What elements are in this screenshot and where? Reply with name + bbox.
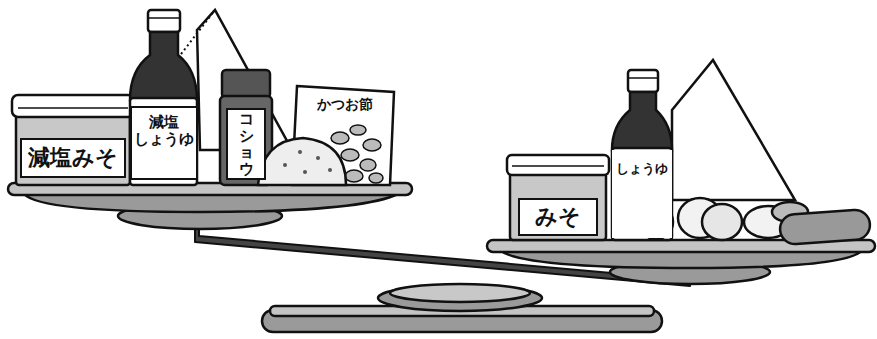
scale-base-part xyxy=(390,284,530,302)
bonito-bag-part-part xyxy=(345,170,363,182)
bonito-label: かつお節 xyxy=(302,92,388,116)
bonito-bag-part-part xyxy=(369,173,383,183)
item-label: かつお節 xyxy=(317,96,373,112)
miso-container-part xyxy=(18,107,128,109)
lemon-part xyxy=(258,138,346,185)
pepper-jar xyxy=(220,70,272,185)
lemon-part-part xyxy=(303,170,307,174)
soy-label: 減塩 しょうゆ xyxy=(130,106,198,180)
side-dishes xyxy=(639,198,871,245)
bonito-bag-part-part xyxy=(341,149,359,161)
soy-bottle-part xyxy=(628,77,658,79)
left-pan xyxy=(8,183,412,229)
lemon-part-part xyxy=(316,156,320,160)
soy-bottle-part xyxy=(612,92,672,150)
rice-ball xyxy=(672,60,795,200)
lemon-part-part xyxy=(283,163,287,167)
miso-container-part xyxy=(507,155,609,175)
pepper-jar-part xyxy=(220,96,272,185)
pepper-label: コショウ xyxy=(226,108,266,180)
lemon-part xyxy=(283,150,332,174)
bonito-bag-part-part xyxy=(360,159,376,171)
miso-label: みそ xyxy=(518,198,598,236)
miso-container-part xyxy=(12,95,134,117)
bonito-bag-part-part xyxy=(331,132,349,144)
miso-container-part xyxy=(512,165,604,167)
lemon xyxy=(258,138,346,185)
rice-ball-part xyxy=(672,60,795,200)
right-pan xyxy=(487,240,875,284)
bonito-bag-part-part xyxy=(350,125,366,135)
scale-base-part xyxy=(378,285,542,311)
lemon-part-part xyxy=(328,168,332,172)
lemon-part-part xyxy=(298,150,302,154)
side-dishes-part xyxy=(779,209,871,245)
pepper-jar-part xyxy=(222,70,270,98)
soy-bottle xyxy=(130,10,197,185)
soy-bottle-part xyxy=(148,17,180,19)
soy-label: しょうゆ xyxy=(612,150,672,238)
miso-container xyxy=(12,95,134,185)
miso-container xyxy=(507,155,609,240)
soy-bottle-part xyxy=(148,10,180,32)
miso-container-part xyxy=(510,173,606,240)
soy-bottle-part xyxy=(612,148,672,240)
scale-base xyxy=(262,284,662,332)
item-label: 減塩 しょうゆ xyxy=(132,114,196,149)
miso-container-part xyxy=(16,115,130,185)
soy-bottle-part xyxy=(628,70,658,92)
item-label: みそ xyxy=(535,204,581,229)
soy-bottle-part xyxy=(130,98,197,185)
item-label: しょうゆ xyxy=(616,162,668,177)
bonito-bag-part-part xyxy=(363,139,381,151)
side-dishes-part xyxy=(702,204,742,240)
miso-label: 減塩みそ xyxy=(20,138,126,178)
rice-ball-part xyxy=(178,10,215,58)
left-pan-part xyxy=(24,194,398,212)
item-label: コショウ xyxy=(239,111,254,177)
soy-bottle xyxy=(612,70,672,240)
soy-bottle-part xyxy=(130,32,197,100)
item-label: 減塩みそ xyxy=(28,145,118,170)
